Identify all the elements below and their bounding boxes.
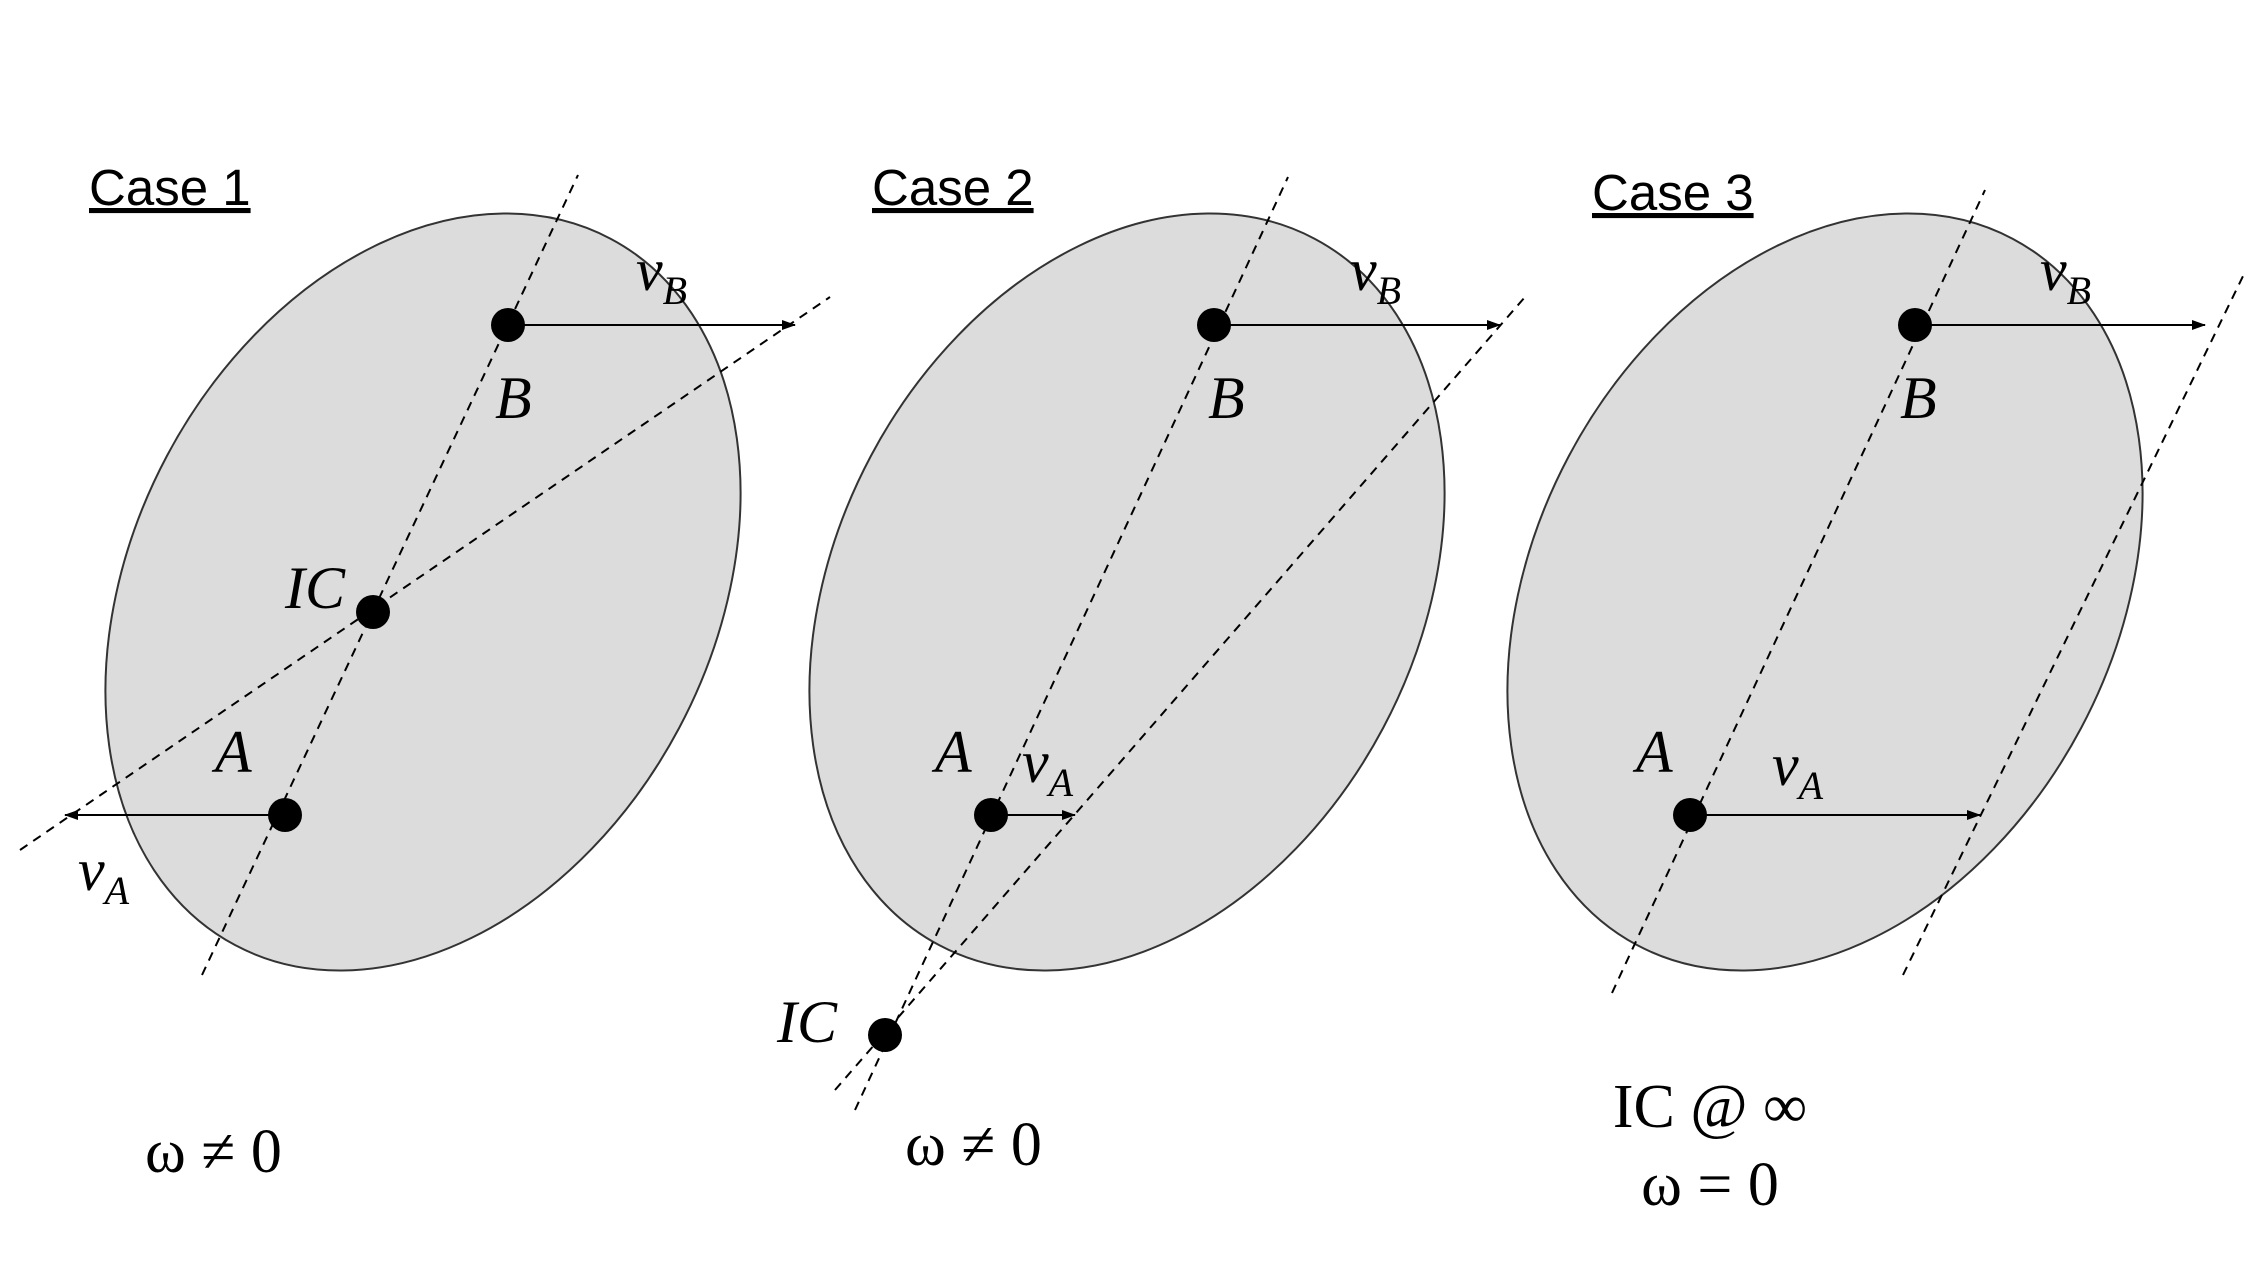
case-1-line-velocities — [19, 296, 831, 851]
case-2-va-symbol: v — [1022, 729, 1049, 795]
case-3-point-a — [1673, 798, 1707, 832]
case-3-panel: Case 3 B A vB vA IC @ ∞ ω = 0 — [1506, 164, 2246, 1219]
case-1-label-b: B — [495, 365, 532, 431]
case-2-label-b: B — [1208, 365, 1245, 431]
case-1-rigid-body — [104, 212, 742, 972]
case-1-va-symbol: v — [78, 837, 105, 903]
case-1-va-subscript: A — [102, 868, 130, 913]
case-2-title: Case 2 — [872, 159, 1034, 216]
case-1-instant-center — [356, 595, 390, 629]
case-2-point-a — [974, 798, 1008, 832]
case-3-label-vb: vB — [2040, 237, 2091, 313]
case-2-label-vb: vB — [1350, 237, 1401, 313]
case-2-rigid-body — [808, 212, 1446, 972]
case-3-label-b: B — [1900, 365, 1937, 431]
case-2-condition: ω ≠ 0 — [905, 1111, 1042, 1179]
case-1-condition: ω ≠ 0 — [145, 1118, 282, 1186]
case-2-point-b — [1197, 308, 1231, 342]
case-1-vb-symbol: v — [636, 237, 663, 303]
case-3-vb-subscript: B — [2067, 268, 2091, 313]
case-3-label-va: vA — [1772, 732, 1824, 808]
case-3-vb-symbol: v — [2040, 237, 2067, 303]
case-3-title: Case 3 — [1592, 164, 1754, 221]
case-1-point-b — [491, 308, 525, 342]
case-1-label-va: vA — [78, 837, 130, 913]
case-2-va-subscript: A — [1046, 760, 1074, 805]
case-3-ic-note: IC @ ∞ — [1613, 1073, 1807, 1141]
case-2-label-ic: IC — [776, 989, 838, 1055]
case-2-instant-center — [868, 1018, 902, 1052]
case-2-panel: Case 2 B A IC vB vA ω ≠ 0 — [776, 159, 1526, 1179]
case-3-label-a: A — [1632, 719, 1673, 785]
case-3-rigid-body — [1506, 212, 2144, 972]
case-2-vb-symbol: v — [1350, 237, 1377, 303]
case-1-panel: Case 1 B IC A vB vA ω ≠ 0 — [19, 159, 831, 1186]
case-1-line-ab — [201, 174, 579, 976]
case-1-vb-subscript: B — [663, 268, 687, 313]
case-3-va-subscript: A — [1796, 763, 1824, 808]
case-2-vb-subscript: B — [1377, 268, 1401, 313]
case-3-va-symbol: v — [1772, 732, 1799, 798]
case-2-label-va: vA — [1022, 729, 1074, 805]
case-1-point-a — [268, 798, 302, 832]
case-3-line-velocities — [1902, 271, 2246, 976]
case-1-label-vb: vB — [636, 237, 687, 313]
case-3-condition: ω = 0 — [1641, 1151, 1779, 1219]
case-3-point-b — [1898, 308, 1932, 342]
case-1-label-a: A — [211, 719, 252, 785]
case-1-label-ic: IC — [284, 555, 346, 621]
case-2-line-ab — [854, 176, 1289, 1111]
case-1-title: Case 1 — [89, 159, 251, 216]
case-2-label-a: A — [931, 719, 972, 785]
